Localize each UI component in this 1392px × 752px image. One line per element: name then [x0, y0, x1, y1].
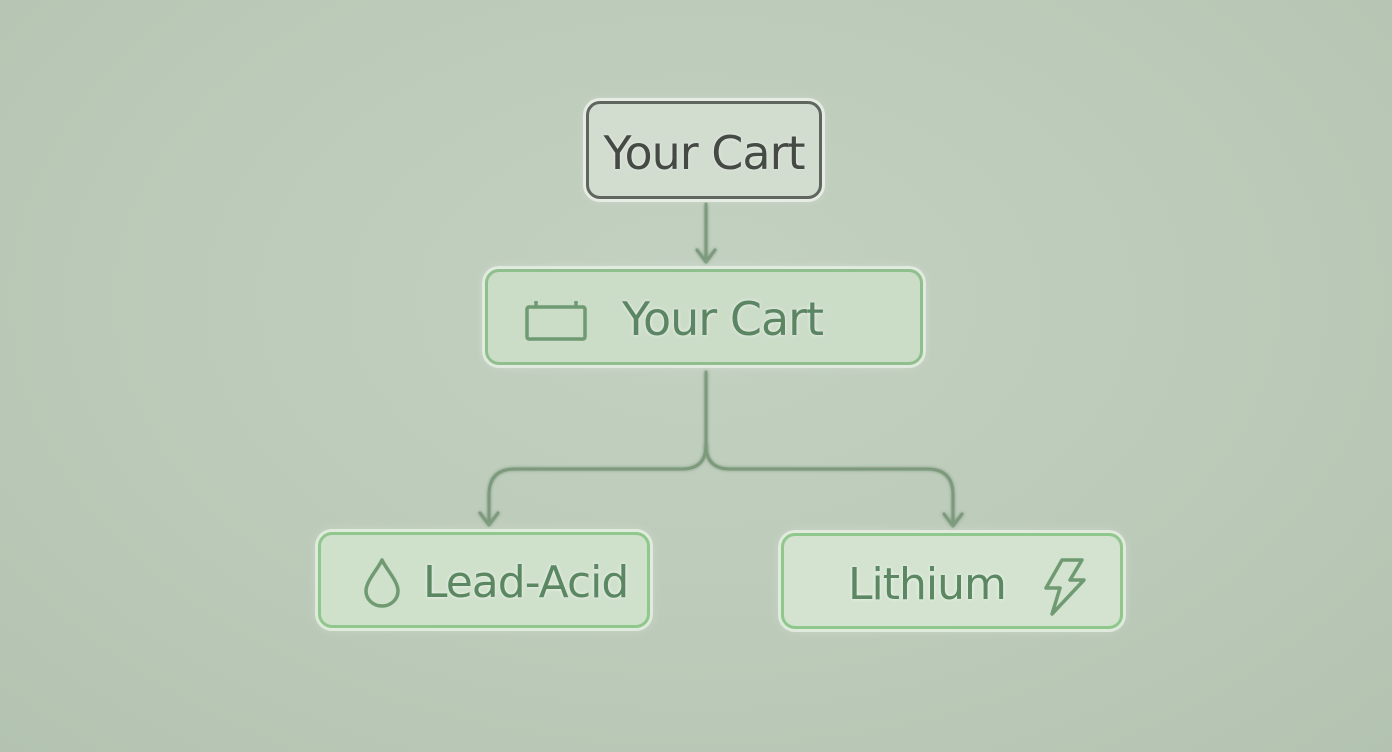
lightning-bolt-icon	[1040, 556, 1088, 622]
edge-middle-to-left	[478, 370, 708, 527]
node-lead-acid: Lead-Acid	[318, 532, 650, 628]
edge-top-to-middle	[695, 202, 717, 264]
node-middle-label: Your Cart	[622, 292, 824, 346]
node-middle-your-cart: Your Cart	[485, 269, 923, 365]
node-top-your-cart: Your Cart	[586, 101, 822, 199]
node-lithium: Lithium	[781, 533, 1123, 629]
edge-middle-to-right	[704, 443, 964, 528]
node-top-label: Your Cart	[603, 126, 805, 180]
node-left-label: Lead-Acid	[423, 557, 629, 608]
droplet-icon	[361, 557, 403, 613]
node-right-label: Lithium	[848, 559, 1007, 610]
battery-icon	[524, 298, 588, 346]
